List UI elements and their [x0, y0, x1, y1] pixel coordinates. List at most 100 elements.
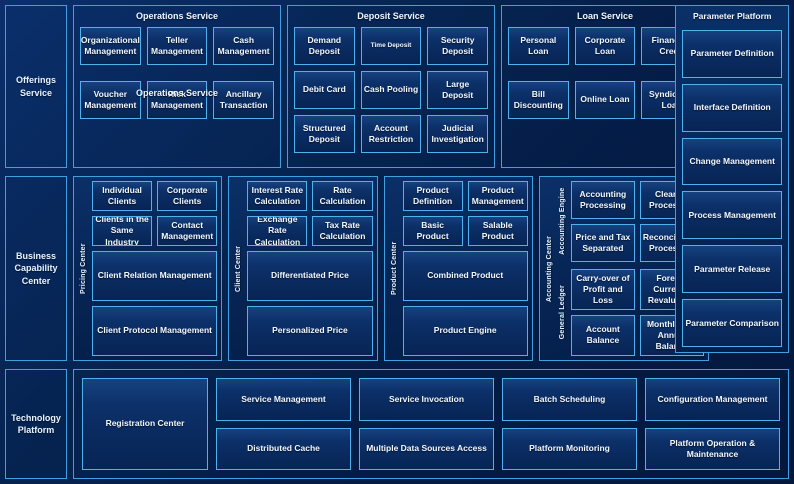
tile-service-management[interactable]: Service Management [216, 378, 351, 421]
tile-parameter-definition[interactable]: Parameter Definition [682, 29, 782, 78]
tile-tax-rate-calculation[interactable]: Tax Rate Calculation [312, 216, 373, 246]
panel-pricing-center-body: Individual Clients Corporate Clients Cli… [92, 181, 218, 356]
tile-product-engine[interactable]: Product Engine [402, 306, 528, 356]
row-offerings-service: Offerings Service Operations Service Org… [5, 5, 789, 168]
panel-product-center-body: Product Definition Product Management Ba… [402, 181, 528, 356]
tile-differentiated-price[interactable]: Differentiated Price [247, 251, 373, 301]
tile-interest-rate-calculation[interactable]: Interest Rate Calculation [247, 181, 308, 211]
accounting-engine-label: Accounting Engine [558, 187, 566, 255]
group-deposit-service-title: Deposit Service [357, 11, 425, 21]
pricing-pairs: Individual Clients Corporate Clients Cli… [92, 181, 218, 246]
tile-risk-management[interactable]: Risk Management [146, 81, 208, 119]
operations-tiles-top: Organizational Management Teller Managem… [80, 27, 274, 65]
stub-technology-platform-label: Technology Platform [11, 412, 61, 435]
tile-clients-in-the-same-industry[interactable]: Clients in the Same Industry [92, 216, 153, 246]
tile-cash-pooling[interactable]: Cash Pooling [360, 71, 422, 109]
panel-pricing-center-label: Pricing Center [80, 243, 87, 294]
tile-ancillary-transaction[interactable]: Ancillary Transaction [213, 81, 274, 119]
tile-multiple-data-sources-access[interactable]: Multiple Data Sources Access [359, 427, 494, 470]
tile-debit-card[interactable]: Debit Card [294, 71, 355, 109]
rail-parameter-platform[interactable]: Parameter Platform Parameter Definition … [675, 5, 789, 353]
tile-corporate-loan[interactable]: Corporate Loan [574, 27, 636, 65]
tile-registration-center[interactable]: Registration Center [82, 378, 208, 470]
tile-large-deposit[interactable]: Large Deposit [427, 71, 488, 109]
panel-accounting-center-label: Accounting Center [545, 235, 553, 302]
technology-platform-body: Registration Center Service Management S… [82, 378, 780, 470]
tile-distributed-cache[interactable]: Distributed Cache [216, 427, 351, 470]
tile-exchange-rate-calculation[interactable]: Exchange Rate Calculation [247, 216, 308, 246]
tile-online-loan[interactable]: Online Loan [574, 81, 636, 119]
tile-salable-product[interactable]: Salable Product [467, 216, 528, 246]
product-wide: Combined Product Product Engine [402, 251, 528, 356]
tile-teller-management[interactable]: Teller Management [146, 27, 208, 65]
tile-individual-clients[interactable]: Individual Clients [92, 181, 153, 211]
tile-voucher-management[interactable]: Voucher Management [80, 81, 141, 119]
group-operations-service-title: Operations Service [135, 11, 219, 21]
panel-client-center[interactable]: Client Center Interest Rate Calculation … [228, 176, 378, 361]
stub-business-capability-center[interactable]: Business Capability Center [5, 176, 67, 361]
rail-parameter-platform-title: Parameter Platform [693, 11, 772, 21]
tile-platform-operation-maintenance[interactable]: Platform Operation & Maintenance [645, 427, 780, 470]
tile-rate-calculation[interactable]: Rate Calculation [312, 181, 373, 211]
tile-cash-management[interactable]: Cash Management [213, 27, 274, 65]
stub-offerings-service[interactable]: Offerings Service [5, 5, 67, 168]
tile-corporate-clients[interactable]: Corporate Clients [157, 181, 218, 211]
tile-batch-scheduling[interactable]: Batch Scheduling [502, 378, 637, 421]
tile-account-balance[interactable]: Account Balance [570, 314, 635, 356]
panel-product-center-label: Product Center [390, 241, 398, 296]
business-capability-panels: Pricing Center Individual Clients Corpor… [73, 176, 710, 361]
tile-change-management[interactable]: Change Management [682, 137, 782, 186]
tile-combined-product[interactable]: Combined Product [402, 251, 528, 301]
group-loan-service-title: Loan Service [576, 11, 634, 21]
tile-time-deposit[interactable]: Time Deposit [360, 27, 422, 65]
tile-parameter-release[interactable]: Parameter Release [682, 245, 782, 294]
tile-process-management[interactable]: Process Management [682, 191, 782, 240]
group-operations-service[interactable]: Operations Service Organizational Manage… [73, 5, 281, 168]
tile-judicial-investigation[interactable]: Judicial Investigation [427, 115, 488, 153]
stub-offerings-service-label: Offerings Service [15, 75, 56, 98]
client-wide: Differentiated Price Personalized Price [247, 251, 373, 356]
panel-client-center-body: Interest Rate Calculation Rate Calculati… [247, 181, 373, 356]
group-deposit-service-body: Demand Deposit Time Deposit Security Dep… [294, 27, 488, 160]
tile-personal-loan[interactable]: Personal Loan [508, 27, 569, 65]
tile-security-deposit[interactable]: Security Deposit [427, 27, 488, 65]
tile-client-protocol-management[interactable]: Client Protocol Management [92, 306, 218, 356]
panel-pricing-center[interactable]: Pricing Center Individual Clients Corpor… [73, 176, 223, 361]
tile-demand-deposit[interactable]: Demand Deposit [294, 27, 355, 65]
panel-client-center-label: Client Center [235, 245, 243, 292]
tile-price-and-tax-separated[interactable]: Price and Tax Separated [570, 223, 635, 262]
group-technology-platform[interactable]: Registration Center Service Management S… [73, 369, 789, 479]
operations-tiles-bottom: Voucher Management Risk Management Ancil… [80, 81, 274, 119]
offerings-service-groups: Operations Service Organizational Manage… [73, 5, 709, 168]
group-operations-service-body: Organizational Management Teller Managem… [80, 27, 274, 160]
tile-accounting-processing[interactable]: Accounting Processing [570, 181, 635, 219]
tile-service-invocation[interactable]: Service Invocation [359, 378, 494, 421]
client-pairs: Interest Rate Calculation Rate Calculati… [247, 181, 373, 246]
tile-client-relation-management[interactable]: Client Relation Management [92, 251, 218, 301]
group-operations-service-overlay-label: Operations Service [135, 88, 219, 98]
tile-personalized-price[interactable]: Personalized Price [247, 306, 373, 356]
tile-interface-definition[interactable]: Interface Definition [682, 83, 782, 132]
tile-product-definition[interactable]: Product Definition [402, 181, 463, 211]
tile-product-management[interactable]: Product Management [467, 181, 528, 211]
panel-product-center[interactable]: Product Center Product Definition Produc… [383, 176, 533, 361]
tile-parameter-comparison[interactable]: Parameter Comparison [682, 299, 782, 348]
general-ledger-label: General Ledger [558, 285, 566, 340]
tile-carry-over-of-profit-and-loss[interactable]: Carry-over of Profit and Loss [570, 268, 635, 310]
tile-structured-deposit[interactable]: Structured Deposit [294, 115, 355, 153]
tile-account-restriction[interactable]: Account Restriction [360, 115, 422, 153]
stub-business-capability-center-label: Business Capability Center [14, 251, 58, 286]
tile-contact-management[interactable]: Contact Management [157, 216, 218, 246]
row-technology-platform: Technology Platform Registration Center … [5, 369, 789, 479]
deposit-tiles: Demand Deposit Time Deposit Security Dep… [294, 27, 488, 153]
tile-basic-product[interactable]: Basic Product [402, 216, 463, 246]
loan-tiles-bottom: Bill Discounting Online Loan Syndicated … [508, 81, 702, 119]
tile-bill-discounting[interactable]: Bill Discounting [508, 81, 569, 119]
technology-platform-grid: Service Management Service Invocation Ba… [216, 378, 780, 470]
tile-organizational-management[interactable]: Organizational Management [80, 27, 141, 65]
stub-technology-platform[interactable]: Technology Platform [5, 369, 67, 479]
tile-platform-monitoring[interactable]: Platform Monitoring [502, 427, 637, 470]
tile-configuration-management[interactable]: Configuration Management [645, 378, 780, 421]
group-deposit-service[interactable]: Deposit Service Demand Deposit Time Depo… [287, 5, 495, 168]
